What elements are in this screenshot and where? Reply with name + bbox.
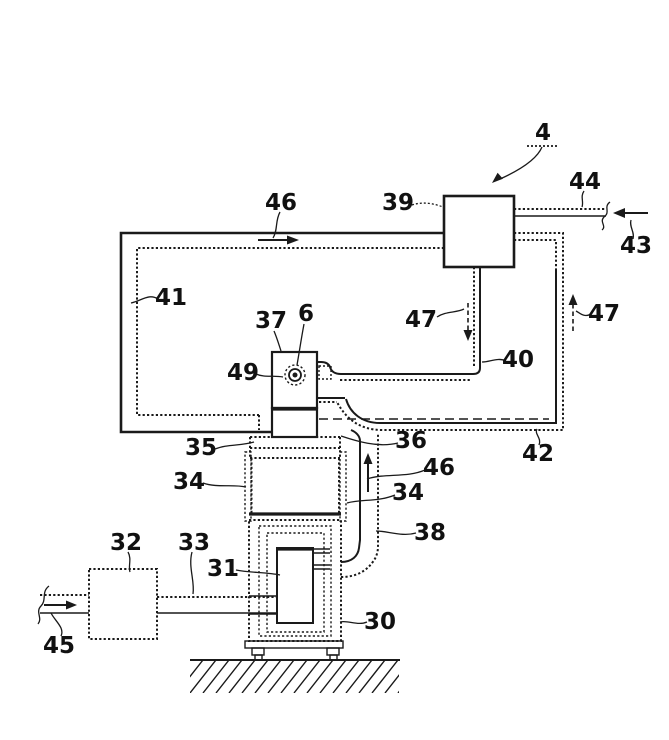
circulation-duct-left-41 [119,231,444,434]
supply-pipe-40 [317,267,481,381]
ref-33-feed-pipe: 33 [178,530,210,556]
pipe-break-mark [601,201,611,231]
caster-right [326,647,340,656]
ref-4-apparatus: 4 [535,120,551,146]
flow-arrow-45 [44,600,77,610]
ref-32-aux-unit: 32 [110,530,142,556]
top-plates-35 [249,436,341,459]
base-plate [244,640,344,661]
flow-arrow-46-riser [363,453,373,492]
ref-46-flow-riser: 46 [423,455,455,481]
return-duct-right-42 [319,232,564,431]
reference-numerals: 4 44 43 39 46 41 47 47 40 37 6 49 36 42 … [43,120,652,659]
ref-39-blower-unit: 39 [382,190,414,216]
ref-6-nozzle: 6 [298,301,314,327]
ref-36-junction: 36 [395,428,427,454]
leader-lines [50,145,635,637]
ref-34-flange-left: 34 [173,469,205,495]
ref-37-head-unit: 37 [255,308,287,334]
ref-34-flange-right: 34 [392,480,424,506]
ref-45-inlet-flow: 45 [43,633,75,659]
inner-chamber-31 [276,547,330,624]
aux-unit-box-32 [88,568,158,640]
inlet-pipe-45 [37,585,89,625]
blower-unit-box-39 [442,194,516,269]
intake-pipe-44 [514,201,611,231]
ground-hatching [190,659,400,693]
ref-44-intake-pipe: 44 [569,169,601,195]
ref-40-supply-pipe: 40 [502,347,534,373]
ref-31-chamber: 31 [207,556,239,582]
feed-pipe-33 [157,596,277,614]
ref-30-machine-body: 30 [364,609,396,635]
ref-47-flow-return: 47 [588,301,620,327]
head-unit-37 [270,350,319,439]
caster-left [251,647,265,656]
ref-35-top-plate: 35 [185,435,217,461]
ref-47-flow-supply: 47 [405,307,437,333]
feed-pipe-inside [249,595,277,615]
mid-box-34 [244,451,347,522]
ref-49-port: 49 [227,360,259,386]
intake-air-arrow-43 [613,208,648,218]
flow-arrow-46-top [258,235,299,245]
machine-body-30 [244,519,344,661]
ref-42-duct-right: 42 [522,441,554,467]
flow-arrow-47-down [463,303,473,341]
ref-41-duct-left: 41 [155,285,187,311]
pipe-break-mark [37,585,50,625]
ref-38-riser-pipe: 38 [414,520,446,546]
nozzle-target-6-49 [284,364,306,386]
flow-arrow-47-up [568,294,578,331]
ref-46-flow-top: 46 [265,190,297,216]
ref-43-intake-air: 43 [620,233,652,259]
flange-right-34 [339,451,347,522]
riser-pipe-38 [340,429,379,578]
head-connector-36 [317,365,345,403]
